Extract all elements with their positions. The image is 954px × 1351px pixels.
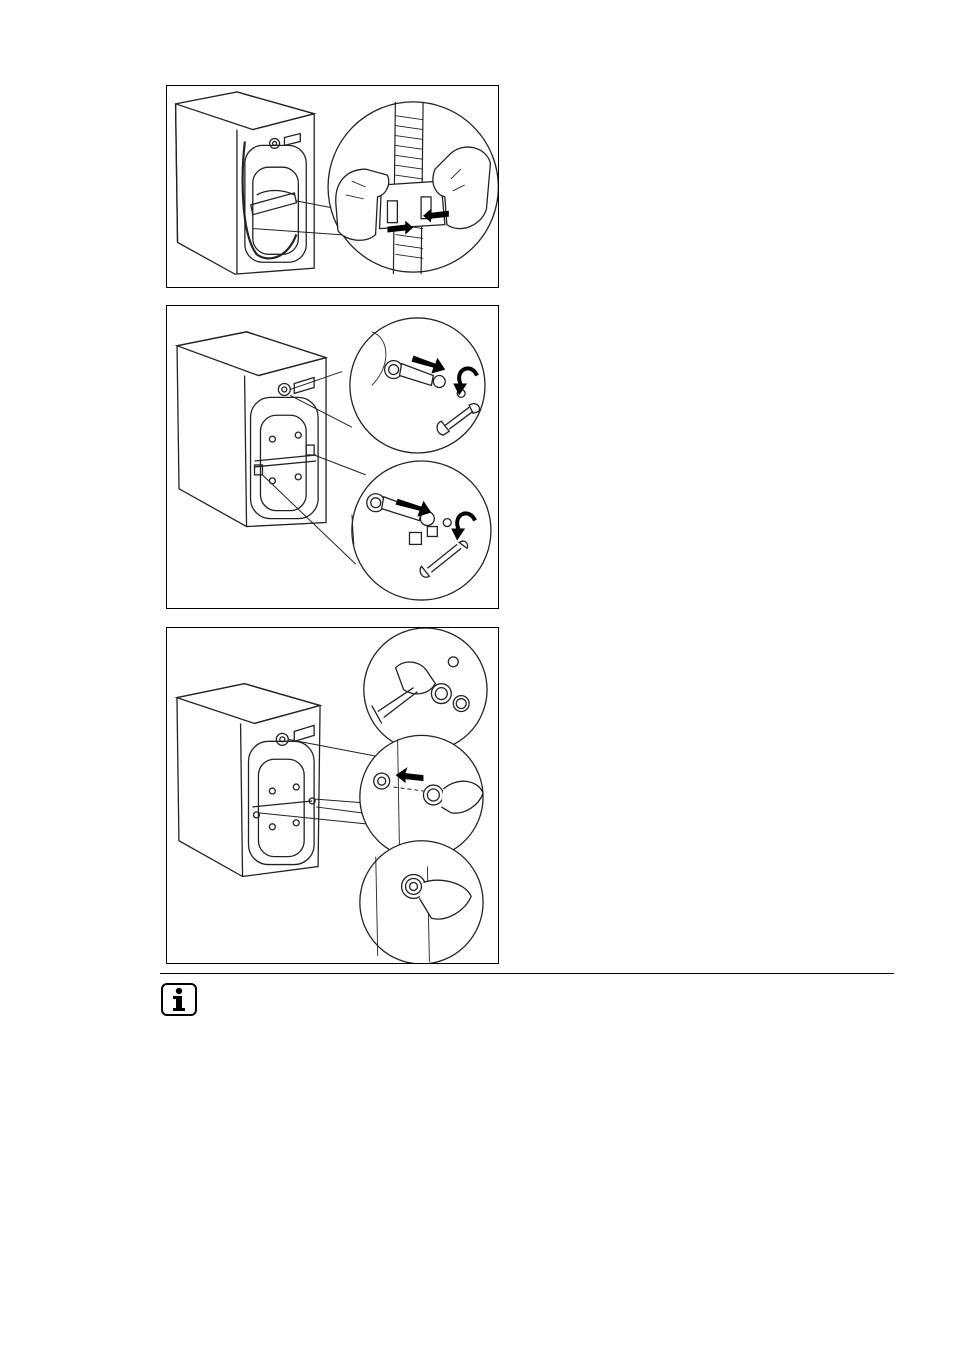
figure-remove-hose-clamp <box>166 85 499 288</box>
washing-machine-rear-icon <box>167 86 498 287</box>
section-divider <box>160 973 894 974</box>
info-icon <box>161 983 197 1016</box>
caps-detail-icon <box>167 628 498 963</box>
bolt-detail-icon <box>167 306 498 608</box>
figure-insert-plastic-caps <box>166 627 499 964</box>
figure-remove-transit-bolts <box>166 305 499 609</box>
